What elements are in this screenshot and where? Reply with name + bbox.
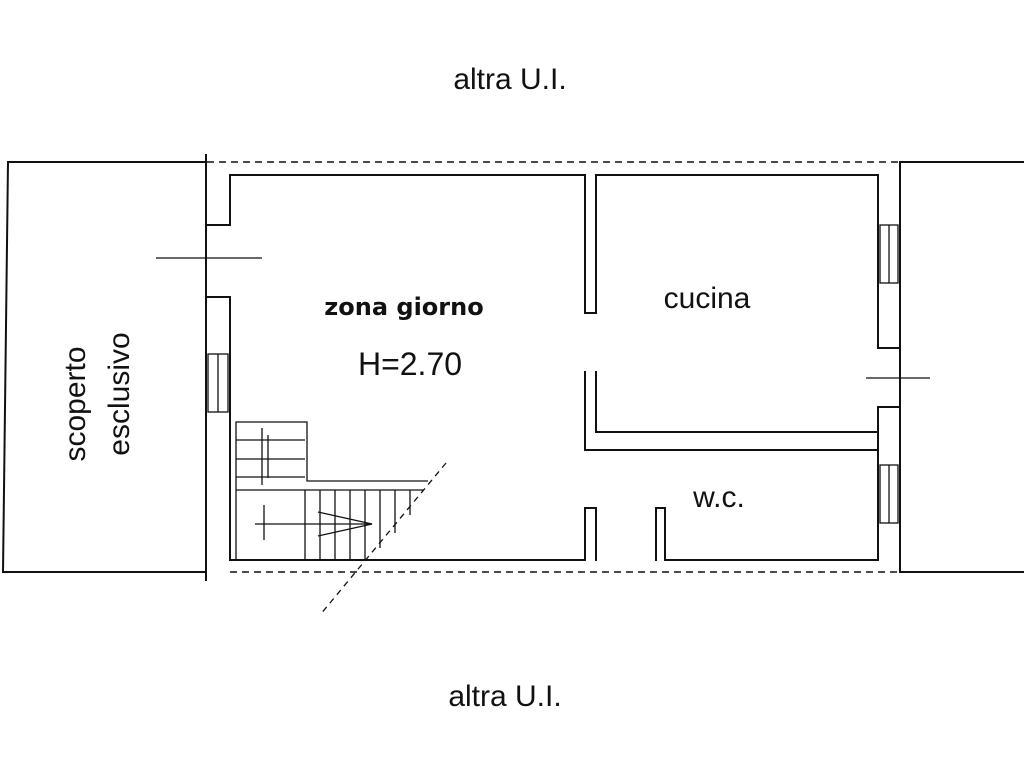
staircase (235, 421, 447, 616)
exterior-walls (206, 174, 901, 561)
bottom-neighbor-label: altra U.I. (448, 680, 561, 713)
living-area-label: zona giorno (324, 293, 483, 321)
right-adjoining-unit (899, 161, 1024, 573)
interior-walls (584, 174, 879, 561)
wc-label: w.c. (692, 481, 745, 514)
ceiling-height-label: H=2.70 (358, 346, 462, 382)
stair-cut-line (319, 462, 447, 616)
outdoor-area: scoperto esclusivo (1, 154, 207, 581)
outdoor-label-line1: scoperto (59, 346, 92, 461)
kitchen-label: cucina (664, 282, 751, 315)
stair-direction-arrow (317, 511, 373, 537)
outdoor-label-line2: esclusivo (103, 332, 136, 455)
top-neighbor-label: altra U.I. (453, 63, 566, 96)
